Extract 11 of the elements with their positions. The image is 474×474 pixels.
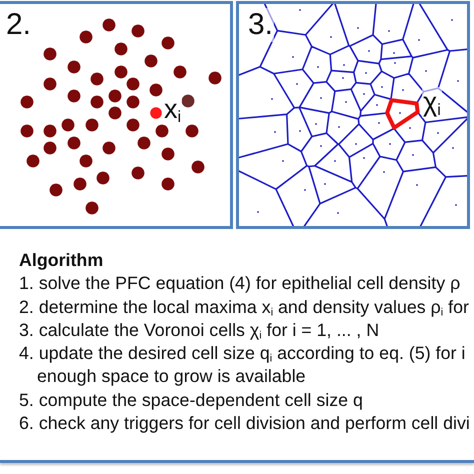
scatter-panel: [0, 1, 233, 229]
algorithm-step: 5. compute the space-dependent cell size q: [19, 388, 363, 412]
algorithm-step: 4. update the desired cell size q$_{i}$ according to eq. (5) for i: [19, 342, 466, 366]
cell-label: χ$_{i}$: [422, 87, 442, 118]
panel-number: 3.: [247, 8, 274, 42]
algorithm-heading: Algorithm: [19, 249, 104, 272]
algorithm-step: 1. solve the PFC equation (4) for epithelial cell density ρ: [19, 272, 460, 296]
algorithm-step: enough space to grow is available: [37, 365, 306, 389]
algorithm-step: 3. calculate the Voronoi cells χ$_{i}$ for i = 1, ... , N: [19, 318, 380, 342]
algorithm-step: 6. check any triggers for cell division and perform cell divi: [19, 412, 470, 436]
algorithm-step: 2. determine the local maxima x$_{i}$ and density values ρ$_{i}$ for: [19, 296, 469, 319]
